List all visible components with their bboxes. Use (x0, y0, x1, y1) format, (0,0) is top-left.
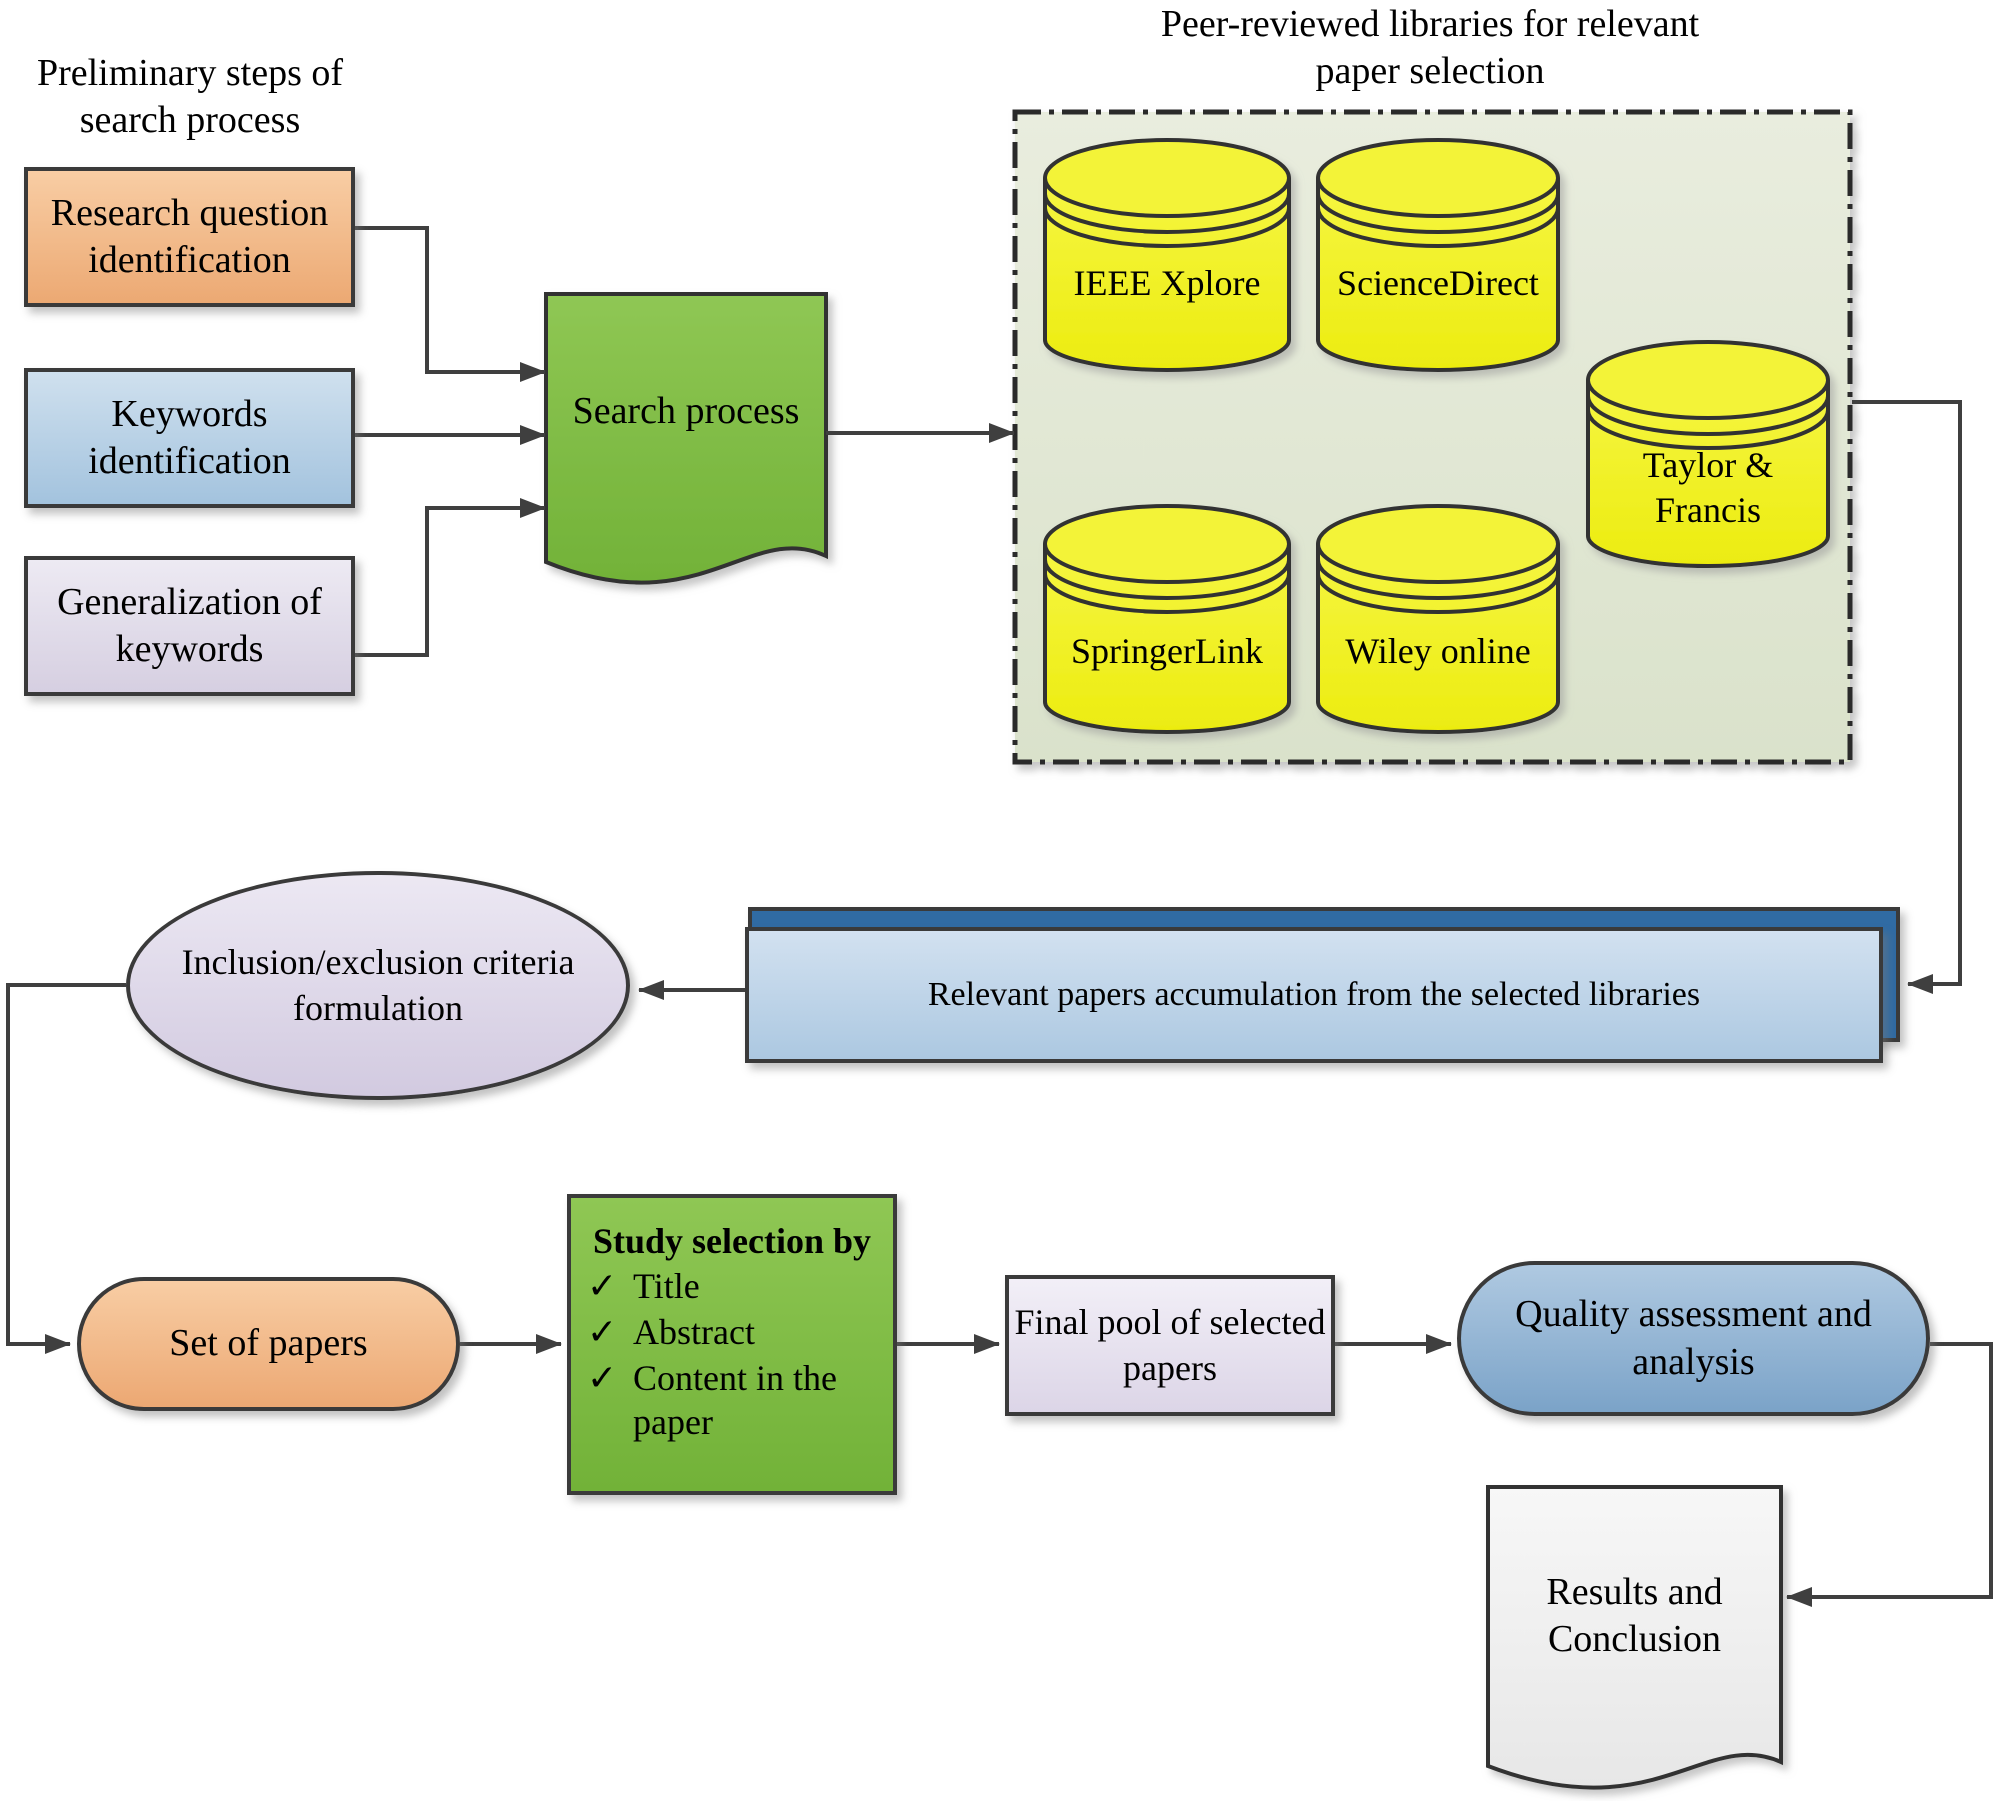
library-springerlink-cylinder (1043, 504, 1291, 734)
library-wiley-online-cylinder (1316, 504, 1560, 734)
research-question-label: Research question identification (50, 191, 329, 282)
keywords-identification-box: Keywords identification (24, 368, 355, 508)
library-ieee-xplore-cylinder (1043, 138, 1291, 372)
criteria-label: Inclusion/exclusion criteria formulation (181, 942, 575, 1028)
set-of-papers-stadium: Set of papers (77, 1277, 460, 1411)
set-of-papers-label: Set of papers (169, 1322, 368, 1365)
connector-criteria-to-set (6, 983, 126, 1354)
check-icon: ✓ (587, 1312, 618, 1353)
study-selection-item-label: Abstract (633, 1312, 755, 1353)
research-question-box: Research question identification (24, 167, 355, 307)
library-sciencedirect-cylinder (1316, 138, 1560, 372)
accumulation-label: Relevant papers accumulation from the se… (927, 975, 1701, 1013)
library-taylor-francis-cylinder (1586, 340, 1830, 568)
criteria-ellipse: Inclusion/exclusion criteria formulation (126, 871, 630, 1100)
study-selection-title: Study selection by (592, 1221, 872, 1261)
check-icon: ✓ (587, 1358, 618, 1398)
study-selection-item-label: Content in the paper (633, 1358, 837, 1442)
quality-label: Quality assessment and analysis (1515, 1293, 1872, 1383)
connector-layer (6, 226, 1993, 1607)
study-selection-item: ✓ Title (571, 1265, 893, 1309)
connector-research-to-search (355, 226, 546, 382)
accumulation-bar: Relevant papers accumulation from the se… (745, 927, 1883, 1063)
search-process-doc (544, 292, 828, 585)
study-selection-box: Study selection by ✓ Title ✓ Abstract ✓ … (567, 1194, 897, 1495)
connector-generalization-to-search (355, 498, 546, 657)
study-selection-item: ✓ Content in the paper (571, 1357, 893, 1445)
connector-quality-to-results (1786, 1342, 1993, 1607)
study-selection-item-label: Title (633, 1266, 700, 1307)
keywords-identification-label: Keywords identification (88, 392, 291, 483)
check-icon: ✓ (587, 1266, 618, 1307)
final-pool-box: Final pool of selected papers (1005, 1275, 1335, 1416)
results-doc (1486, 1485, 1783, 1790)
study-selection-item: ✓ Abstract (571, 1311, 893, 1355)
generalization-label: Generalization of keywords (57, 580, 322, 671)
quality-stadium: Quality assessment and analysis (1457, 1261, 1930, 1416)
connector-libraries-to-accumulation (1852, 400, 1962, 994)
final-pool-label: Final pool of selected papers (1014, 1302, 1326, 1388)
generalization-box: Generalization of keywords (24, 556, 355, 696)
